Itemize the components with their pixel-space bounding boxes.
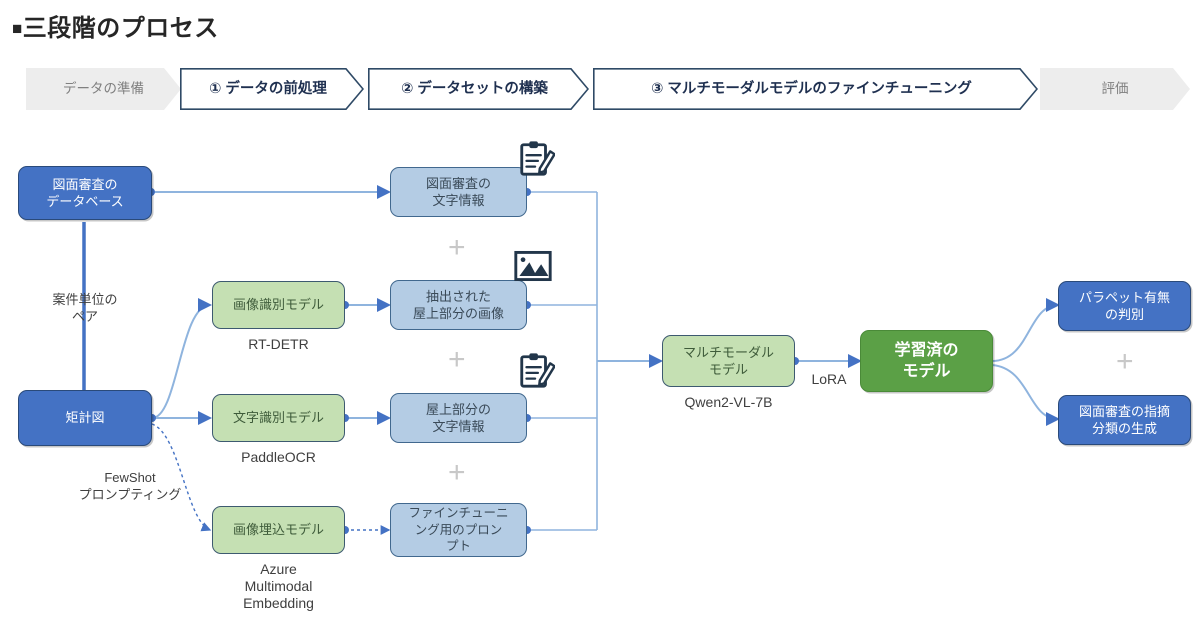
plus-separator: + bbox=[448, 343, 466, 376]
plus-separator: + bbox=[1116, 345, 1134, 378]
node-kukeizu[interactable]: 矩計図 bbox=[18, 390, 152, 446]
page-title: ■三段階のプロセス bbox=[12, 8, 219, 43]
process-step-dataset[interactable]: ② データセットの構築 bbox=[368, 68, 589, 110]
chevron-shape bbox=[593, 68, 1038, 110]
picture-icon bbox=[514, 250, 552, 282]
node-text-recognition-model[interactable]: 文字識別モデル bbox=[212, 394, 345, 442]
node-image-recognition-model[interactable]: 画像識別モデル bbox=[212, 281, 345, 329]
node-roof-text-info[interactable]: 屋上部分の 文字情報 bbox=[390, 393, 527, 443]
title-text: 三段階のプロセス bbox=[22, 15, 219, 42]
chevron-shape bbox=[26, 68, 181, 110]
node-parapet-judgment[interactable]: パラペット有無 の判別 bbox=[1058, 281, 1191, 331]
edge-label-fewshot: FewShot プロンプティング bbox=[78, 470, 182, 502]
process-step-label: ③ マルチモーダルモデルのファインチューニング bbox=[651, 80, 972, 97]
clipboard-pencil-icon bbox=[517, 352, 556, 390]
plus-separator: + bbox=[448, 231, 466, 264]
title-bullet: ■ bbox=[12, 19, 23, 38]
process-step-label: データの準備 bbox=[63, 81, 144, 97]
caption-qwen2-vl-7b: Qwen2-VL-7B bbox=[684, 394, 773, 410]
clipboard-pencil-icon bbox=[517, 140, 556, 178]
node-drawing-database[interactable]: 図面審査の データベース bbox=[18, 166, 152, 220]
node-multimodal-model[interactable]: マルチモーダル モデル bbox=[662, 335, 795, 387]
chevron-shape bbox=[180, 68, 364, 110]
process-step-preprocess[interactable]: ① データの前処理 bbox=[180, 68, 364, 110]
caption-azure-embedding: Azure Multimodal Embedding bbox=[243, 561, 314, 611]
process-step-label: 評価 bbox=[1101, 81, 1129, 97]
process-step-data-prep[interactable]: データの準備 bbox=[26, 68, 181, 110]
node-image-embedding-model[interactable]: 画像埋込モデル bbox=[212, 506, 345, 554]
edge-label-lora: LoRA bbox=[811, 371, 847, 387]
edge-label-pair: 案件単位の ペア bbox=[52, 292, 118, 324]
chevron-shape bbox=[368, 68, 589, 110]
node-extracted-roof-image[interactable]: 抽出された 屋上部分の画像 bbox=[390, 280, 527, 330]
process-step-evaluate[interactable]: 評価 bbox=[1040, 68, 1190, 110]
node-trained-model[interactable]: 学習済の モデル bbox=[860, 330, 993, 392]
node-remark-classification[interactable]: 図面審査の指摘 分類の生成 bbox=[1058, 395, 1191, 445]
node-finetuning-prompt[interactable]: ファインチューニ ング用のプロン プト bbox=[390, 503, 527, 557]
process-step-label: ① データの前処理 bbox=[209, 80, 327, 97]
caption-rt-detr: RT-DETR bbox=[248, 336, 309, 352]
process-step-finetune[interactable]: ③ マルチモーダルモデルのファインチューニング bbox=[593, 68, 1038, 110]
node-review-text-info[interactable]: 図面審査の 文字情報 bbox=[390, 167, 527, 217]
plus-separator: + bbox=[448, 456, 466, 489]
process-step-label: ② データセットの構築 bbox=[401, 80, 548, 97]
chevron-shape bbox=[1040, 68, 1190, 110]
caption-paddleocr: PaddleOCR bbox=[241, 449, 316, 465]
